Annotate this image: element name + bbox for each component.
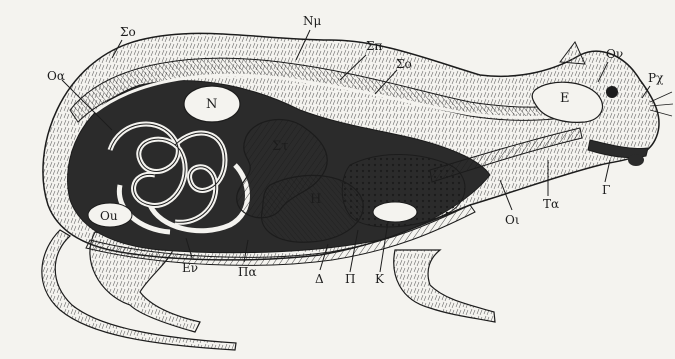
label-h: Η [310,192,321,207]
label-p: Π [345,272,355,286]
label-sp: Σπ [366,39,382,53]
label-oi: Οι [505,213,520,227]
ear [560,42,585,64]
front-leg [394,250,495,322]
label-oa: Οα [47,69,65,83]
label-ta: Τα [543,197,559,211]
label-ou: Οu [100,209,118,223]
nose [628,154,644,166]
label-g: Γ [602,183,610,197]
label-k: Κ [375,272,385,286]
label-pa: Πα [238,265,257,279]
label-on: Ον [606,47,623,61]
label-so-left: Σο [120,25,136,39]
label-nm: Nμ [303,14,322,28]
label-ev: Εν [182,261,198,275]
label-n: Ν [206,97,217,112]
label-st: Στ [272,139,288,154]
label-so-right: Σο [396,57,412,71]
label-e: Ε [560,91,570,106]
heart [373,202,417,222]
label-d: Δ [315,272,324,286]
eye [606,86,618,98]
label-px: Ρχ [648,71,664,85]
